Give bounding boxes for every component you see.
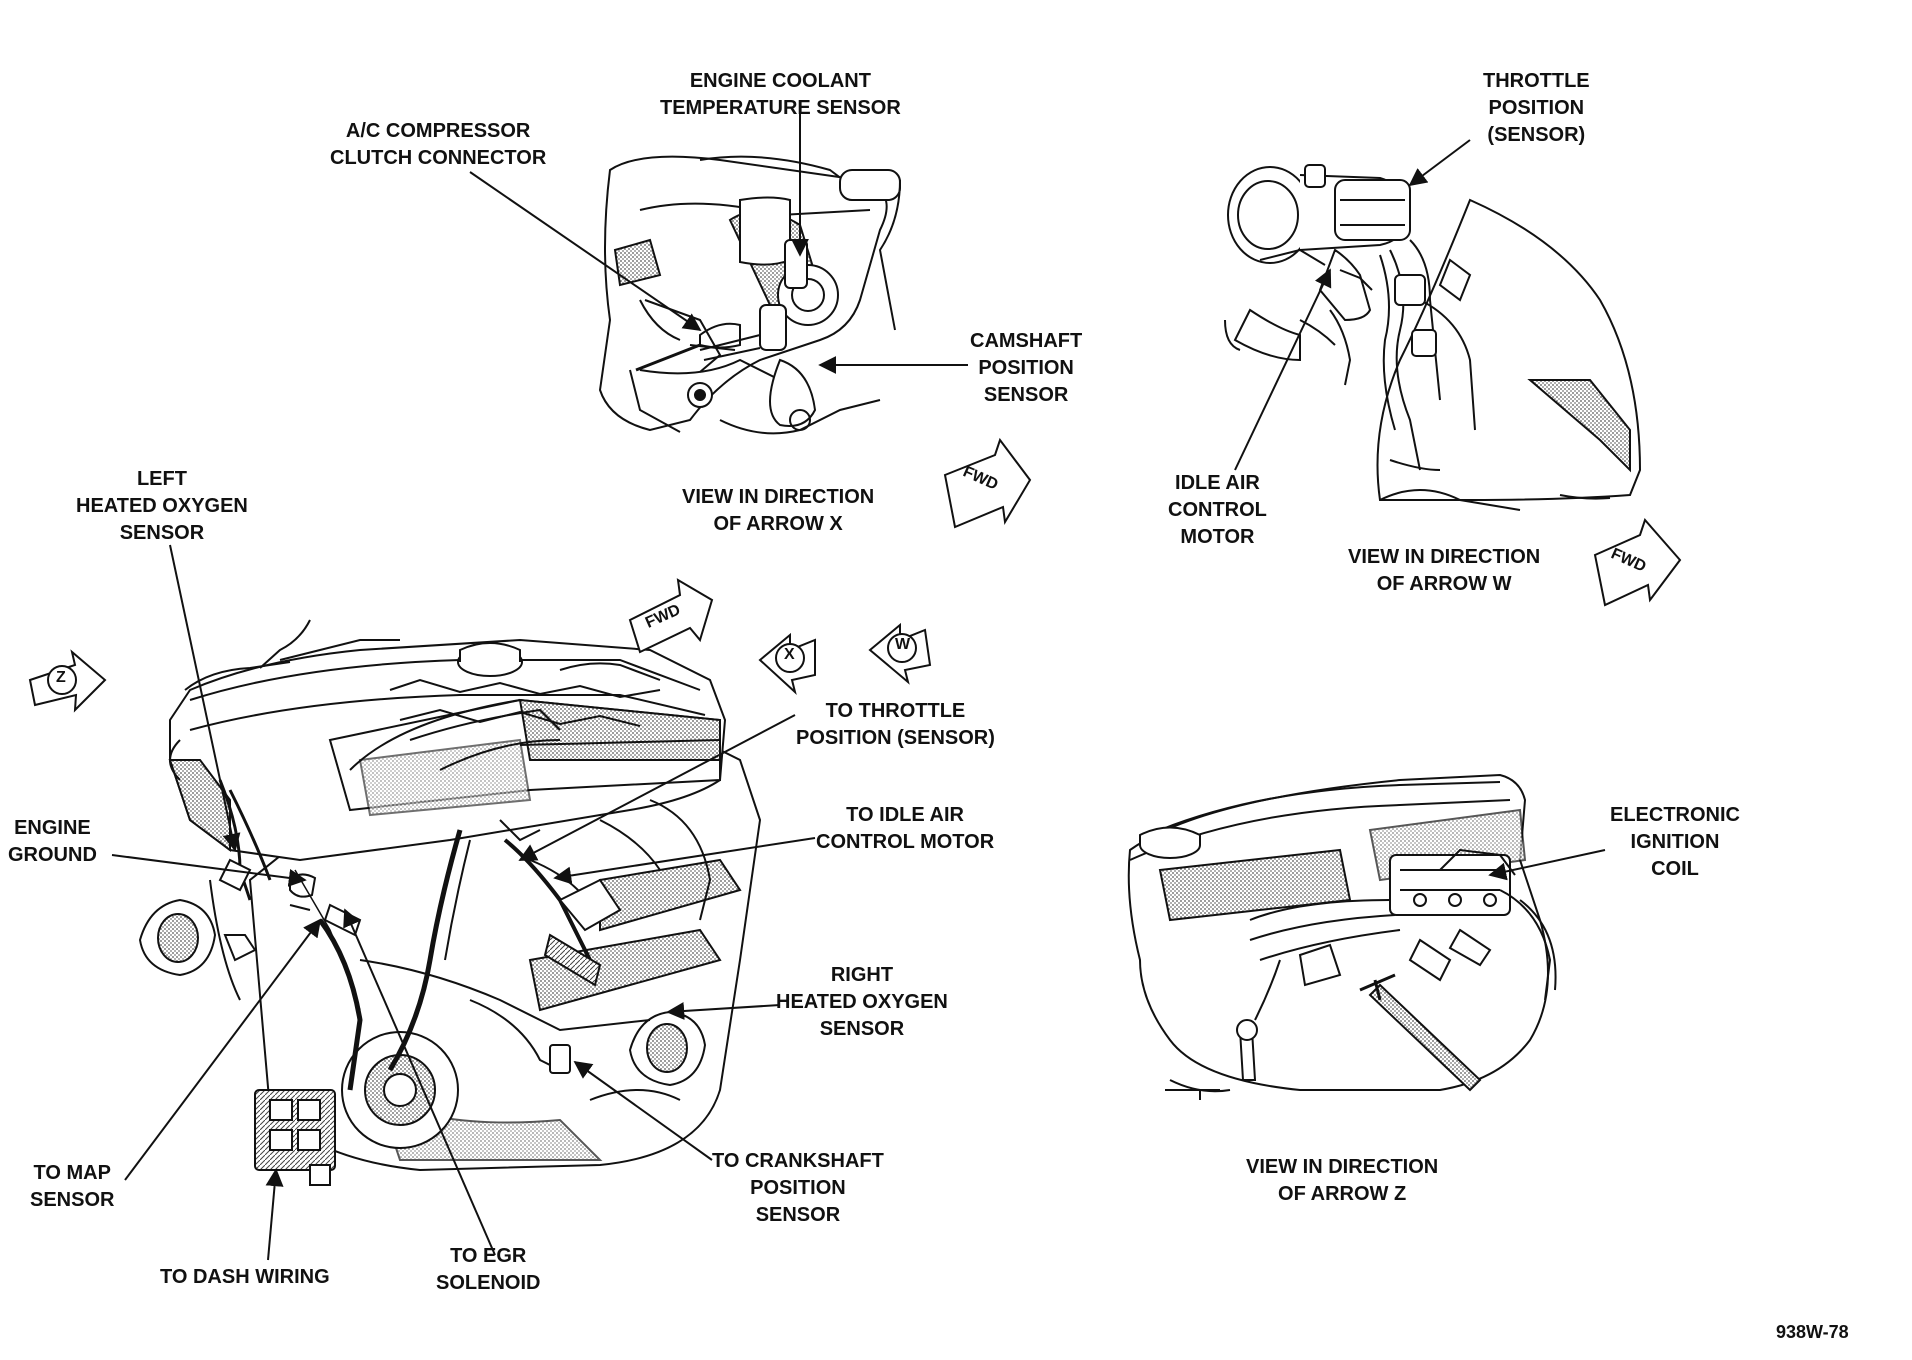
label-line: TEMPERATURE SENSOR bbox=[660, 97, 901, 119]
label-line: TO IDLE AIR bbox=[846, 804, 964, 826]
label-line: POSITION bbox=[1488, 97, 1585, 119]
label-electronic-ignition-coil: ELECTRONIC IGNITION COIL bbox=[1610, 802, 1740, 883]
label-line: VIEW IN DIRECTION bbox=[1246, 1156, 1439, 1178]
label-line: MOTOR bbox=[1180, 526, 1255, 548]
leader-ignition-coil bbox=[1488, 849, 1606, 881]
label-ac-compressor-clutch-connector: A/C COMPRESSOR CLUTCH CONNECTOR bbox=[330, 118, 546, 172]
leader-right-o2 bbox=[666, 1002, 781, 1020]
label-view-arrow-z: VIEW IN DIRECTION OF ARROW Z bbox=[1246, 1154, 1438, 1208]
label-line: IDLE AIR bbox=[1175, 472, 1260, 494]
label-line: SENSOR bbox=[119, 522, 205, 544]
fwd-arrow-x-view bbox=[943, 437, 1032, 529]
arrow-x-letter: X bbox=[784, 646, 795, 663]
label-line: POSITION bbox=[978, 357, 1074, 379]
label-line: OF ARROW W bbox=[1376, 573, 1512, 595]
label-line: SENSOR bbox=[755, 1204, 841, 1226]
leader-lines bbox=[111, 112, 1606, 1261]
label-idle-air-control-motor: IDLE AIR CONTROL MOTOR bbox=[1168, 470, 1267, 551]
label-line: TO EGR bbox=[450, 1245, 527, 1267]
label-line: CONTROL MOTOR bbox=[816, 831, 995, 853]
leader-map-sensor bbox=[124, 918, 322, 1181]
label-right-heated-oxygen-sensor: RIGHT HEATED OXYGEN SENSOR bbox=[776, 962, 948, 1043]
label-line: VIEW IN DIRECTION bbox=[1348, 546, 1541, 568]
direction-arrow-x bbox=[758, 632, 816, 695]
label-camshaft-position-sensor: CAMSHAFT POSITION SENSOR bbox=[970, 328, 1082, 409]
label-line: ENGINE COOLANT bbox=[689, 70, 871, 92]
label-to-egr-solenoid: TO EGR SOLENOID bbox=[436, 1243, 540, 1297]
label-line: SOLENOID bbox=[436, 1272, 541, 1294]
label-to-map-sensor: TO MAP SENSOR bbox=[30, 1160, 114, 1214]
arrow-z-letter: Z bbox=[56, 669, 66, 686]
fwd-arrow-w-view bbox=[1593, 518, 1682, 607]
label-line: CONTROL bbox=[1168, 499, 1267, 521]
label-line: COIL bbox=[1651, 858, 1699, 880]
arrow-w-letter: W bbox=[895, 636, 911, 653]
main-engine-illustration bbox=[138, 619, 762, 1186]
fwd-arrow-main bbox=[628, 578, 714, 654]
label-line: CAMSHAFT bbox=[970, 330, 1083, 352]
label-line: HEATED OXYGEN bbox=[76, 495, 248, 517]
label-line: GROUND bbox=[8, 844, 97, 866]
label-to-idle-air-control-motor: TO IDLE AIR CONTROL MOTOR bbox=[816, 802, 994, 856]
leader-throttle bbox=[1408, 139, 1471, 187]
label-line: TO THROTTLE bbox=[825, 700, 966, 722]
leader-dash-wiring bbox=[265, 1168, 284, 1261]
label-view-arrow-x: VIEW IN DIRECTION OF ARROW X bbox=[682, 484, 874, 538]
label-line: ENGINE bbox=[14, 817, 91, 839]
label-line: CLUTCH CONNECTOR bbox=[330, 147, 547, 169]
leader-to-throttle bbox=[518, 714, 796, 861]
label-line: TO DASH WIRING bbox=[160, 1266, 330, 1288]
direction-arrow-w bbox=[868, 622, 932, 685]
label-line: POSITION (SENSOR) bbox=[796, 727, 995, 749]
leader-to-idle-air bbox=[553, 837, 816, 885]
leader-idle-air bbox=[1234, 268, 1332, 471]
label-line: IGNITION bbox=[1630, 831, 1720, 853]
view-w-illustration bbox=[1224, 164, 1642, 511]
label-line: ELECTRONIC bbox=[1610, 804, 1740, 826]
label-to-crankshaft-position-sensor: TO CRANKSHAFT POSITION SENSOR bbox=[712, 1148, 884, 1229]
label-view-arrow-w: VIEW IN DIRECTION OF ARROW W bbox=[1348, 544, 1540, 598]
view-z-illustration bbox=[1127, 773, 1557, 1100]
label-line: THROTTLE bbox=[1483, 70, 1590, 92]
view-x-illustration bbox=[598, 155, 901, 435]
leader-ac-clutch bbox=[469, 171, 702, 332]
label-line: OF ARROW Z bbox=[1278, 1183, 1407, 1205]
label-line: HEATED OXYGEN bbox=[776, 991, 948, 1013]
label-line: (SENSOR) bbox=[1487, 124, 1586, 146]
label-line: SENSOR bbox=[983, 384, 1069, 406]
label-to-throttle-position-sensor: TO THROTTLE POSITION (SENSOR) bbox=[796, 698, 995, 752]
label-engine-coolant-temp-sensor: ENGINE COOLANT TEMPERATURE SENSOR bbox=[660, 68, 901, 122]
label-left-heated-oxygen-sensor: LEFT HEATED OXYGEN SENSOR bbox=[76, 466, 248, 547]
label-line: LEFT bbox=[136, 468, 187, 490]
leader-crankshaft bbox=[573, 1060, 713, 1161]
leader-egr bbox=[343, 908, 496, 1256]
leader-left-o2 bbox=[169, 544, 241, 852]
label-line: TO MAP bbox=[33, 1162, 111, 1184]
label-line: RIGHT bbox=[830, 964, 894, 986]
label-throttle-position-sensor: THROTTLE POSITION (SENSOR) bbox=[1483, 68, 1590, 149]
label-engine-ground: ENGINE GROUND bbox=[8, 815, 97, 869]
label-line: SENSOR bbox=[30, 1189, 115, 1211]
label-line: VIEW IN DIRECTION bbox=[682, 486, 875, 508]
label-line: POSITION bbox=[750, 1177, 846, 1199]
label-line: OF ARROW X bbox=[713, 513, 843, 535]
label-line: SENSOR bbox=[819, 1018, 905, 1040]
figure-number: 938W-78 bbox=[1776, 1322, 1849, 1342]
direction-arrow-z bbox=[28, 649, 107, 713]
label-to-dash-wiring: TO DASH WIRING bbox=[160, 1264, 330, 1291]
label-line: A/C COMPRESSOR bbox=[345, 120, 531, 142]
label-line: TO CRANKSHAFT bbox=[712, 1150, 884, 1172]
leader-engine-ground bbox=[111, 854, 307, 887]
